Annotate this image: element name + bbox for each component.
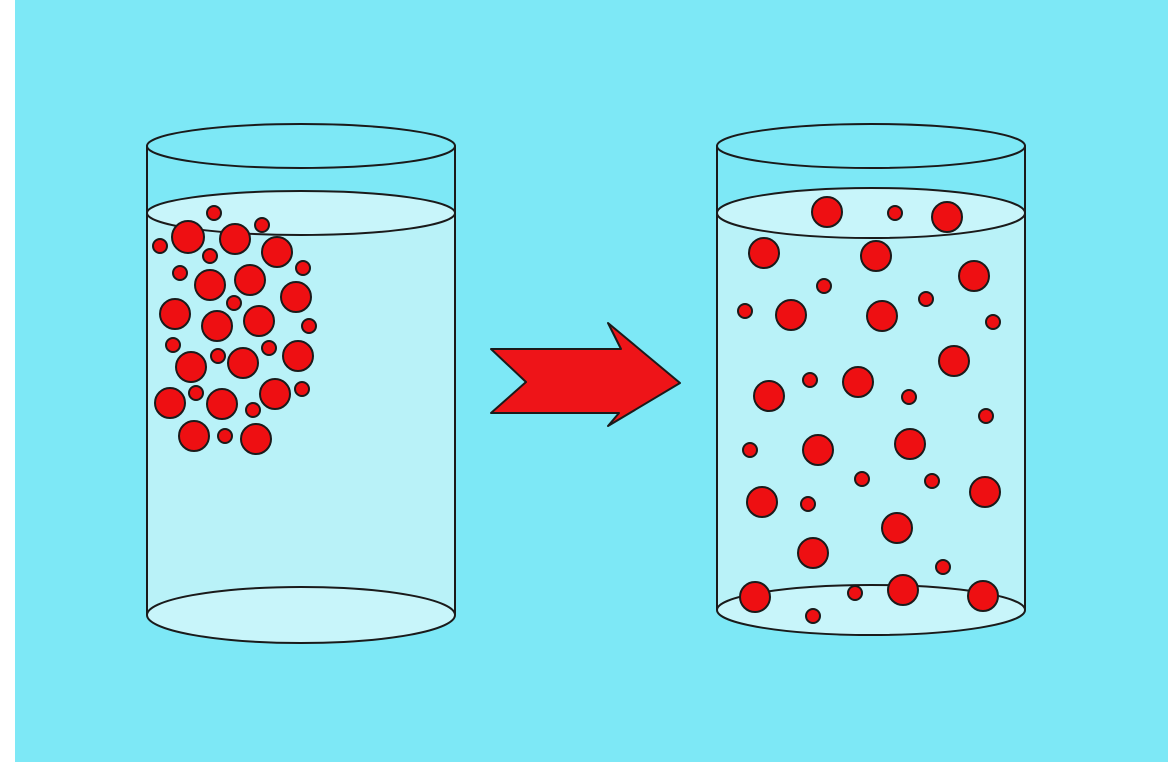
beaker-left (147, 124, 455, 643)
particle (283, 341, 313, 371)
beaker-right (717, 124, 1025, 635)
particle (172, 221, 204, 253)
particle (843, 367, 873, 397)
particle (166, 338, 180, 352)
particle (173, 266, 187, 280)
particle (919, 292, 933, 306)
particle (260, 379, 290, 409)
particle (153, 239, 167, 253)
particle (244, 306, 274, 336)
particle (867, 301, 897, 331)
particle (801, 497, 815, 511)
particle (189, 386, 203, 400)
particle (246, 403, 260, 417)
particle (902, 390, 916, 404)
particle (888, 575, 918, 605)
particle (882, 513, 912, 543)
particle (202, 311, 232, 341)
particle (743, 443, 757, 457)
particle (255, 218, 269, 232)
particle (776, 300, 806, 330)
diffusion-diagram (15, 0, 1168, 762)
particle (262, 237, 292, 267)
particle (227, 296, 241, 310)
particle (806, 609, 820, 623)
particle (262, 341, 276, 355)
particle (979, 409, 993, 423)
particle (936, 560, 950, 574)
particle (968, 581, 998, 611)
particle (888, 206, 902, 220)
particle (295, 382, 309, 396)
particle (296, 261, 310, 275)
particle (302, 319, 316, 333)
particle (160, 299, 190, 329)
particle (195, 270, 225, 300)
water-surface-right (717, 188, 1025, 238)
diagram-canvas (15, 0, 1168, 762)
particle (207, 389, 237, 419)
particle (986, 315, 1000, 329)
particle (939, 346, 969, 376)
particle (970, 477, 1000, 507)
particle (803, 373, 817, 387)
particle (740, 582, 770, 612)
particle (895, 429, 925, 459)
particle (211, 349, 225, 363)
particle (241, 424, 271, 454)
particle (848, 586, 862, 600)
particle (959, 261, 989, 291)
particle (861, 241, 891, 271)
particle (218, 429, 232, 443)
particle (155, 388, 185, 418)
particle (925, 474, 939, 488)
particle (179, 421, 209, 451)
particle (754, 381, 784, 411)
particle (235, 265, 265, 295)
particle (176, 352, 206, 382)
beaker-base-left (147, 587, 455, 643)
particle (812, 197, 842, 227)
particle (817, 279, 831, 293)
particle (932, 202, 962, 232)
particle (749, 238, 779, 268)
particle (747, 487, 777, 517)
particle (803, 435, 833, 465)
particle (203, 249, 217, 263)
particle (281, 282, 311, 312)
particle (220, 224, 250, 254)
particle (228, 348, 258, 378)
particle (207, 206, 221, 220)
particle (855, 472, 869, 486)
particle (798, 538, 828, 568)
particle (738, 304, 752, 318)
